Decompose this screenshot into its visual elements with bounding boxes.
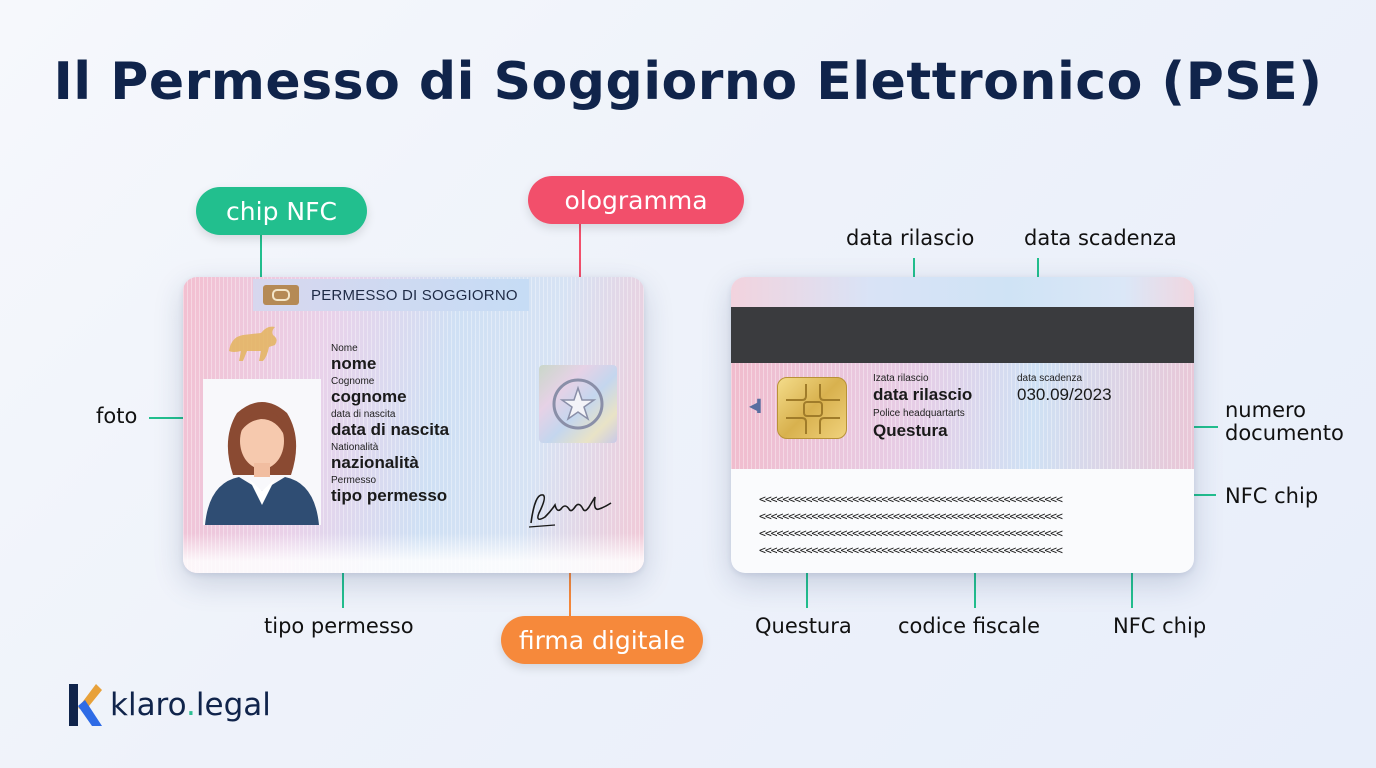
digital-signature xyxy=(525,483,615,536)
expiry-date-label: data scadenza xyxy=(1017,373,1083,384)
label-documento: documento xyxy=(1225,421,1344,445)
field-label-nome: Nome xyxy=(331,343,358,354)
label-codice-fiscale: codice fiscale xyxy=(898,614,1041,638)
issue-date-label: Izata rilascio xyxy=(873,373,929,384)
label-questura: Questura xyxy=(755,614,852,638)
magnetic-stripe xyxy=(731,307,1194,363)
card-header: PERMESSO DI SOGGIORNO xyxy=(253,279,529,311)
police-value: Questura xyxy=(873,421,948,440)
portrait-image xyxy=(205,402,319,525)
police-label: Police headquartarts xyxy=(873,408,965,419)
expiry-date-value: 030.09/2023 xyxy=(1017,385,1112,404)
label-tipo-permesso: tipo permesso xyxy=(264,614,414,638)
page-title: Il Permesso di Soggiorno Elettronico (PS… xyxy=(53,52,1323,112)
issue-date-value: data rilascio xyxy=(873,385,973,404)
logo-dot: . xyxy=(186,687,196,723)
field-label-permesso: Permesso xyxy=(331,475,377,486)
field-value-nome: nome xyxy=(331,354,377,373)
card-back-top-band xyxy=(731,277,1194,307)
logo-text: klaro.legal xyxy=(110,687,271,723)
field-value-permesso: tipo permesso xyxy=(331,486,448,505)
hologram xyxy=(539,365,617,443)
logo-suffix: legal xyxy=(195,687,271,723)
field-label-cognome: Cognome xyxy=(331,376,375,387)
card-back: ◀▍ Izata rilascio data rilascio data sca… xyxy=(731,277,1194,573)
card-header-text: PERMESSO DI SOGGIORNO xyxy=(311,286,518,304)
bull-icon xyxy=(229,326,277,361)
field-value-cognome: cognome xyxy=(331,387,407,406)
label-data-rilascio: data rilascio xyxy=(846,226,975,250)
field-label-nascita: data di nascita xyxy=(331,409,396,420)
chip-icon xyxy=(777,377,847,439)
portrait-photo xyxy=(203,379,321,525)
label-nfc-chip-right: NFC chip xyxy=(1225,484,1319,508)
nfc-symbol-icon: ◀▍ xyxy=(749,399,766,413)
klaro-logo: klaro.legal xyxy=(68,684,271,726)
emblem-icon xyxy=(263,285,299,305)
field-value-nazionalita: nazionalità xyxy=(331,453,419,472)
logo-name: klaro xyxy=(110,687,187,723)
label-foto: foto xyxy=(96,404,138,428)
label-data-scadenza: data scadenza xyxy=(1024,226,1177,250)
field-value-nascita: data di nascita xyxy=(331,420,450,439)
label-nfc-chip-bottom: NFC chip xyxy=(1113,614,1207,638)
callout-chip-nfc: chip NFC xyxy=(196,187,367,235)
card-bottom-band xyxy=(183,533,644,573)
star-emblem-icon xyxy=(552,378,604,430)
label-numero: numero xyxy=(1225,398,1307,422)
callout-firma-digitale: firma digitale xyxy=(501,616,703,664)
mrz-line: <<<<<<<<<<<<<<<<<<<<<<<<<<<<<<<<<<<<<<<<… xyxy=(759,509,1063,523)
signature-icon xyxy=(528,494,612,528)
callout-ologramma: ologramma xyxy=(528,176,744,224)
mrz-line: <<<<<<<<<<<<<<<<<<<<<<<<<<<<<<<<<<<<<<<<… xyxy=(759,543,1063,557)
card-front: PERMESSO DI SOGGIORNO Nome nome Cognome … xyxy=(183,277,644,573)
klaro-logo-icon xyxy=(69,684,102,726)
field-label-nazionalita: Nationalità xyxy=(331,442,379,453)
mrz-line: <<<<<<<<<<<<<<<<<<<<<<<<<<<<<<<<<<<<<<<<… xyxy=(759,492,1063,506)
mrz-zone: <<<<<<<<<<<<<<<<<<<<<<<<<<<<<<<<<<<<<<<<… xyxy=(759,491,1169,559)
personal-fields: Nome nome Cognome cognome data di nascit… xyxy=(331,343,449,508)
mrz-line: <<<<<<<<<<<<<<<<<<<<<<<<<<<<<<<<<<<<<<<<… xyxy=(759,526,1063,540)
